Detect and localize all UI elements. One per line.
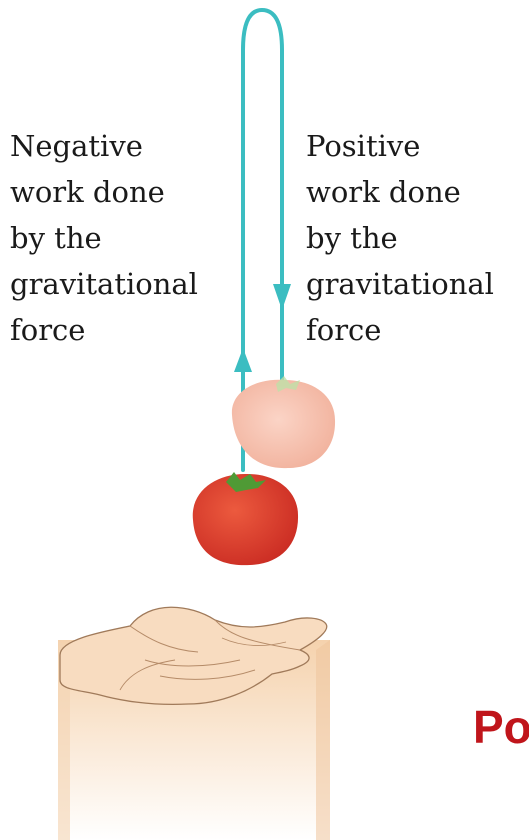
label-line: Negative: [10, 123, 198, 169]
tomato-icon: [193, 472, 298, 565]
down-arrow-icon: [273, 284, 291, 310]
label-line: Positive: [306, 123, 494, 169]
positive-work-label: Positive work done by the gravitational …: [306, 123, 494, 353]
up-arrow-icon: [234, 348, 252, 372]
negative-work-label: Negative work done by the gravitational …: [10, 123, 198, 353]
label-line: force: [306, 307, 494, 353]
cut-off-heading: Po: [473, 700, 529, 754]
hand-icon: [58, 607, 330, 840]
label-line: work done: [306, 169, 494, 215]
label-line: gravitational: [10, 261, 198, 307]
label-line: gravitational: [306, 261, 494, 307]
label-line: force: [10, 307, 198, 353]
label-line: by the: [10, 215, 198, 261]
label-line: work done: [10, 169, 198, 215]
label-line: by the: [306, 215, 494, 261]
tomato-faded-icon: [232, 376, 335, 468]
